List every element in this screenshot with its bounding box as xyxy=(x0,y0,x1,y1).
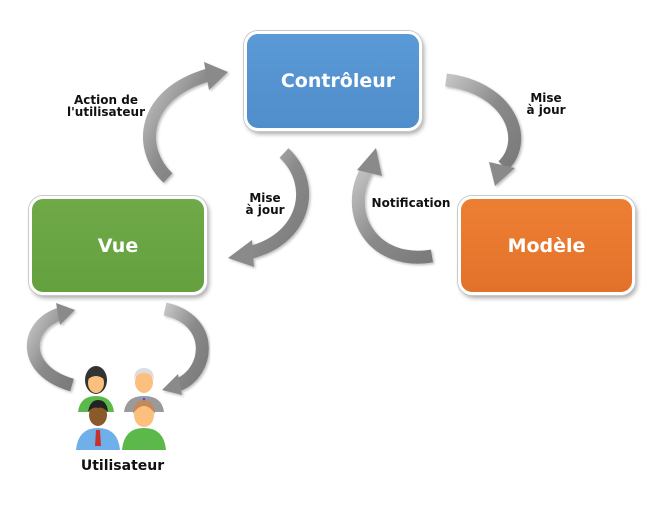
view-update-label: Mise à jour xyxy=(240,192,290,216)
controller-node: Contrôleur xyxy=(244,31,422,131)
arrow-model-update xyxy=(445,73,522,186)
user-action-line1: Action de xyxy=(74,93,138,107)
arrow-view-to-user-right xyxy=(162,302,209,395)
user-avatar-person xyxy=(122,400,166,450)
view-label: Vue xyxy=(97,234,139,257)
user-label: Utilisateur xyxy=(80,458,165,474)
user-avatar-man xyxy=(76,400,120,450)
model-label: Modèle xyxy=(507,234,586,257)
model-update-line2: à jour xyxy=(526,103,566,117)
view-node: Vue xyxy=(29,196,207,295)
arrow-view-update xyxy=(228,148,310,267)
users-group-icon xyxy=(76,366,166,450)
arrow-user-action xyxy=(143,62,228,183)
arrow-notification xyxy=(351,148,434,264)
view-update-line2: à jour xyxy=(245,203,285,217)
view-update-line1: Mise xyxy=(249,191,281,205)
arrow-view-to-user-left xyxy=(26,303,75,392)
user-action-line2: l'utilisateur xyxy=(67,105,145,119)
notification-label: Notification xyxy=(371,196,451,210)
model-update-label: Mise à jour xyxy=(520,92,572,116)
model-node: Modèle xyxy=(458,196,635,295)
controller-label: Contrôleur xyxy=(280,70,396,92)
user-action-label: Action de l'utilisateur xyxy=(60,94,152,118)
model-update-line1: Mise xyxy=(530,91,562,105)
